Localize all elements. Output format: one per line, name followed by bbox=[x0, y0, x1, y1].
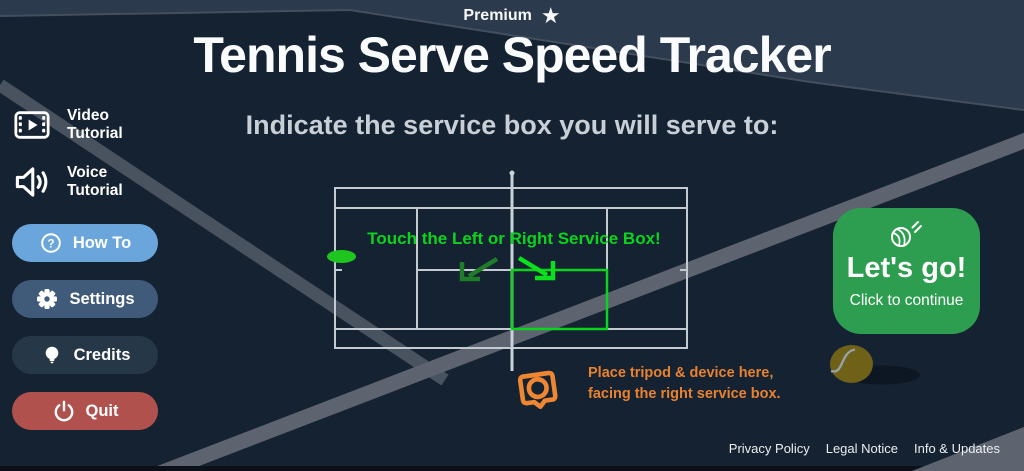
lets-go-button[interactable]: Let's go! Click to continue bbox=[833, 208, 980, 334]
gear-icon bbox=[37, 289, 58, 309]
click-to-continue-label: Click to continue bbox=[849, 292, 964, 309]
question-glyph: ? bbox=[47, 238, 54, 250]
instruction-text: Indicate the service box you will serve … bbox=[245, 110, 779, 140]
flying-tennis-ball-icon bbox=[890, 221, 922, 247]
page-title: Tennis Serve Speed Tracker bbox=[193, 27, 831, 83]
lets-go-label: Let's go! bbox=[846, 252, 967, 284]
settings-button[interactable]: Settings bbox=[12, 280, 158, 318]
question-circle-icon: ? bbox=[41, 233, 61, 253]
video-label-line2: Tutorial bbox=[67, 125, 123, 142]
premium-label: Premium bbox=[463, 7, 532, 24]
background-corner-band bbox=[912, 427, 1024, 471]
how-to-label: How To bbox=[72, 233, 132, 252]
tennis-ball-decoration bbox=[830, 345, 920, 385]
background-diagonal-line-right bbox=[144, 132, 1024, 471]
quit-button[interactable]: Quit bbox=[12, 392, 158, 430]
legal-notice-link[interactable]: Legal Notice bbox=[825, 441, 898, 456]
background-sky-band bbox=[0, 0, 1024, 110]
info-updates-link[interactable]: Info & Updates bbox=[914, 441, 1000, 456]
left-serve-arrow-icon[interactable] bbox=[459, 257, 499, 282]
yellow-ball bbox=[830, 345, 873, 383]
camera-icon bbox=[517, 370, 558, 410]
how-to-button[interactable]: ? How To bbox=[12, 224, 158, 262]
bottom-bar bbox=[0, 466, 1024, 471]
ball-marker bbox=[327, 250, 356, 263]
background-diagonal-line-left bbox=[0, 79, 449, 386]
quit-label: Quit bbox=[85, 401, 119, 420]
court-diagram bbox=[327, 170, 688, 371]
settings-label: Settings bbox=[69, 289, 135, 308]
court-prompt-text: Touch the Left or Right Service Box! bbox=[367, 229, 661, 248]
premium-badge: Premium ★ bbox=[0, 5, 1024, 27]
voice-label-line1: Voice bbox=[67, 164, 108, 181]
lightbulb-icon bbox=[45, 346, 58, 364]
credits-label: Credits bbox=[73, 345, 131, 364]
video-tutorial-label: Video Tutorial bbox=[67, 107, 123, 143]
video-label-line1: Video bbox=[67, 107, 109, 124]
star-icon: ★ bbox=[540, 3, 561, 28]
speaker-icon bbox=[15, 167, 48, 197]
credits-button[interactable]: Credits bbox=[12, 336, 158, 374]
tripod-note-line2: facing the right service box. bbox=[588, 386, 781, 402]
film-icon bbox=[14, 111, 50, 139]
right-serve-arrow-icon[interactable] bbox=[517, 256, 556, 281]
voice-tutorial-button[interactable]: Voice Tutorial bbox=[12, 162, 123, 202]
power-icon bbox=[54, 400, 73, 422]
net-post-dot bbox=[509, 170, 515, 176]
privacy-policy-link[interactable]: Privacy Policy bbox=[728, 441, 810, 456]
ball-seam bbox=[830, 348, 856, 373]
right-service-box[interactable] bbox=[510, 268, 609, 331]
tripod-note-line1: Place tripod & device here, bbox=[588, 365, 774, 381]
tripod-note: Place tripod & device here, facing the r… bbox=[588, 363, 781, 405]
voice-tutorial-label: Voice Tutorial bbox=[67, 164, 123, 200]
voice-label-line2: Tutorial bbox=[67, 182, 123, 199]
footer-links: Privacy Policy Legal Notice Info & Updat… bbox=[729, 441, 1000, 456]
video-tutorial-button[interactable]: Video Tutorial bbox=[12, 105, 123, 145]
